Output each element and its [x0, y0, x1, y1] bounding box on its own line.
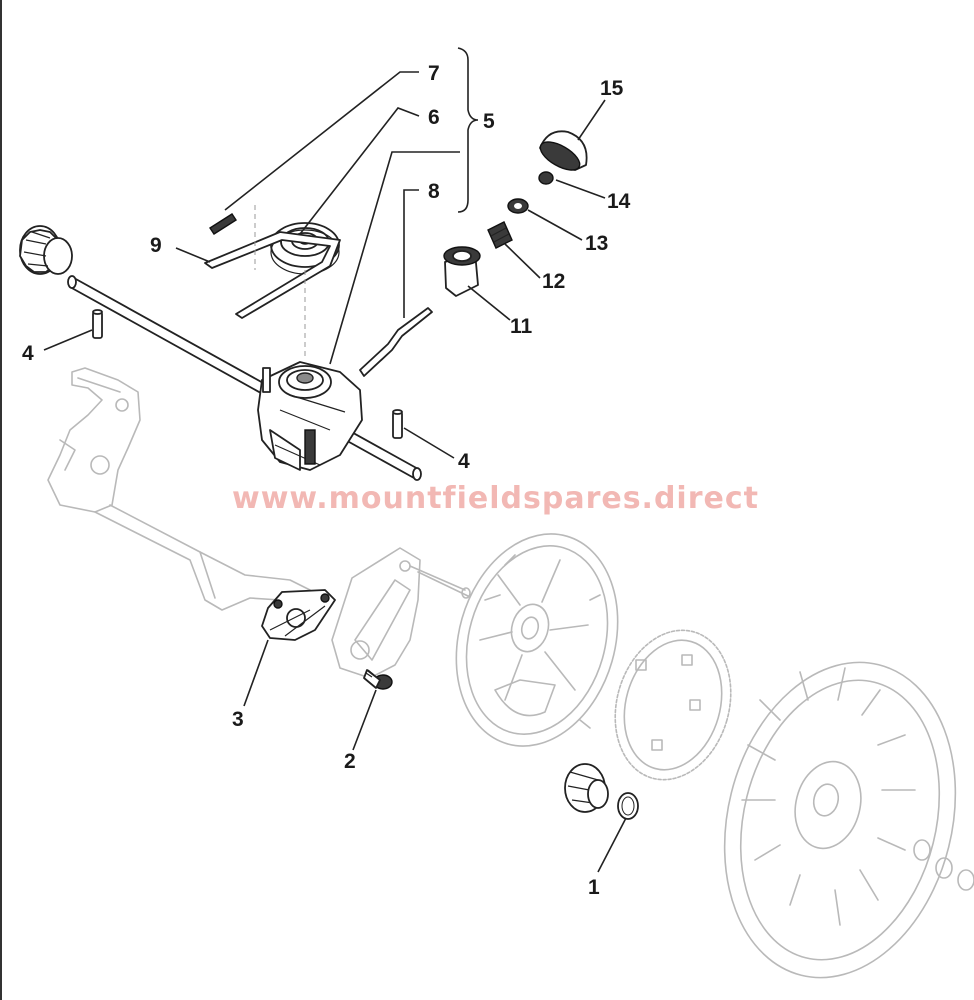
- callout-5: 5: [483, 110, 495, 133]
- callout-4-left: 4: [22, 342, 34, 365]
- callout-3: 3: [232, 708, 244, 731]
- watermark-text: www.mountfieldspares.direct: [232, 481, 759, 516]
- roll-pin-left: [92, 309, 103, 339]
- small-nut: [538, 171, 554, 185]
- callout-6: 6: [428, 106, 440, 129]
- callout-2: 2: [344, 750, 356, 773]
- callout-12: 12: [542, 270, 565, 293]
- washer: [507, 198, 529, 214]
- pivot-bracket: [261, 589, 336, 641]
- hub-cap-ghost: [455, 533, 619, 747]
- needle-bearing: [487, 221, 513, 249]
- control-rod: [359, 307, 433, 377]
- callout-7: 7: [428, 62, 440, 85]
- dust-cap: [539, 130, 588, 171]
- woodruff-key: [209, 213, 237, 235]
- flange-bushing: [443, 246, 481, 297]
- circlip: [617, 792, 639, 820]
- gear-ring-ghost: [614, 629, 732, 781]
- chassis-frame-ghost: [47, 367, 311, 611]
- drive-belt: [204, 231, 341, 319]
- gearbox-housing: [257, 361, 363, 471]
- callout-15: 15: [600, 77, 624, 100]
- callout-labels: 7 6 5 8 9 4 4 11 12 13 14 15 3 2 1: [22, 62, 631, 899]
- self-tap-screw: [363, 669, 393, 690]
- rear-wheel-ghost: [723, 661, 957, 979]
- callout-9: 9: [150, 234, 162, 257]
- callout-13: 13: [585, 232, 608, 255]
- wheel-bracket-ghost: [331, 547, 471, 679]
- callout-11: 11: [510, 315, 533, 338]
- axle-shaft: [67, 275, 422, 481]
- callout-8: 8: [428, 180, 440, 203]
- roll-pin-right: [392, 409, 403, 439]
- callout-1: 1: [588, 876, 600, 899]
- pinion-gear-bottom: [564, 763, 609, 813]
- pinion-gear-left: [19, 225, 73, 275]
- callout-14: 14: [607, 190, 631, 213]
- bearing-ghost: [913, 839, 974, 891]
- callout-4-right: 4: [458, 450, 470, 473]
- leader-lines: [43, 47, 627, 873]
